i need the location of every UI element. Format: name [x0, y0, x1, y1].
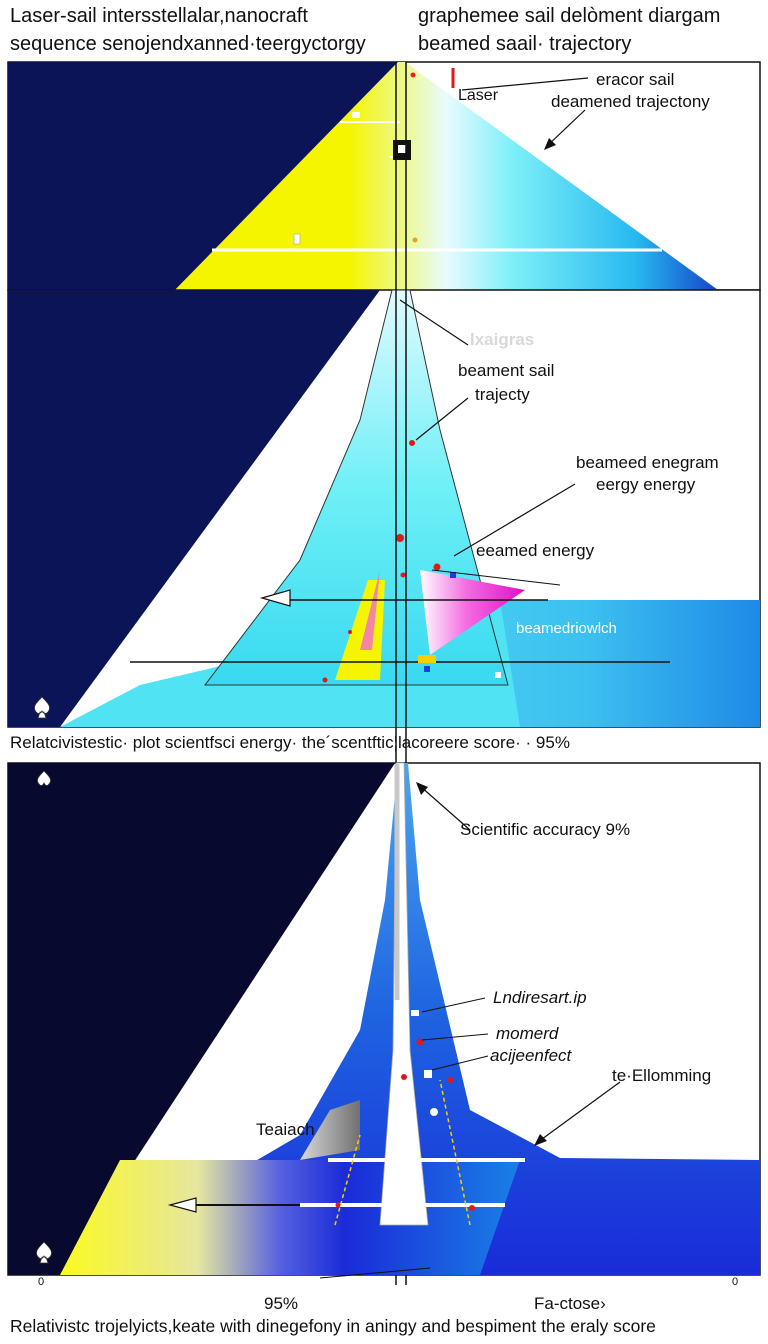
middle-magenta-wedge [420, 570, 525, 655]
bottom-caption: Relativistc trojelyicts,keate with dineg… [10, 1316, 656, 1336]
beament-label-line1: beament sail [458, 361, 555, 380]
axis-right-tick: 0 [732, 1276, 739, 1288]
spade-icon [36, 770, 52, 786]
title-right-line2: beamed saail· trajectory [418, 33, 632, 55]
middle-panel [7, 289, 761, 728]
acijeenfect-label: acijeenfect [490, 1046, 572, 1065]
blurred-label: lxaigras [470, 330, 535, 349]
lndiresart-label: Lndiresart.ip [493, 988, 587, 1007]
spade-icon [36, 1241, 52, 1264]
spade-icon [34, 696, 50, 719]
middle-navy-region [8, 290, 380, 727]
middle-caption: Relatcivistestic· plot scientfsci energy… [10, 733, 570, 752]
bottom-left-arrowhead [167, 1197, 197, 1213]
eeamed-energy-label: eeamed energy [476, 541, 595, 560]
axis-pct-label: 95% [264, 1294, 299, 1313]
beamed-label-line1: beameed enegram [576, 453, 719, 472]
bottom-beam-cone [60, 763, 760, 1275]
laser-leader [461, 77, 589, 91]
trajectory-arrow [545, 109, 586, 148]
bottom-yellow-band [60, 1160, 520, 1275]
teaiach-label: Teaiach [256, 1120, 315, 1139]
beamed-label-line2: eergy energy [596, 475, 696, 494]
top-navy-region [8, 62, 398, 290]
bottom-grey-wedge [300, 1100, 360, 1160]
momerd-label: momerd [496, 1024, 559, 1043]
laser-label: Laser [458, 87, 499, 104]
axis-left-tick: 0 [38, 1276, 45, 1288]
title-right-line1: graphemee sail delòment diargam [418, 5, 721, 27]
bottom-white-spike [379, 762, 429, 1226]
beament-leader [399, 299, 469, 346]
eracor-label-line2: deamened trajectony [551, 92, 710, 111]
accuracy-label: Scientific accuracy 9% [460, 820, 631, 839]
bandwidth-label: beamedriowlch [516, 620, 617, 637]
tedilomming-label: te·Ellomming [612, 1066, 712, 1085]
beament-label-line2: trajecty [475, 385, 530, 404]
bottom-dark-region [8, 763, 395, 1275]
axis-right-label: Fa-ctose› [534, 1294, 606, 1313]
eracor-label-line1: eracor sail [596, 70, 675, 89]
title-left-line2: sequence senojendxanned·teergyctorgy [10, 33, 366, 55]
middle-left-arrowhead [259, 589, 291, 607]
top-panel [7, 61, 761, 291]
title-left-line1: Laser-sail intersstellalar,nanocraft [10, 5, 308, 27]
tedilomming-arrow [537, 1081, 621, 1143]
top-beam-triangle [175, 62, 718, 290]
accuracy-arrow [419, 785, 471, 831]
bottom-panel [7, 762, 761, 1279]
